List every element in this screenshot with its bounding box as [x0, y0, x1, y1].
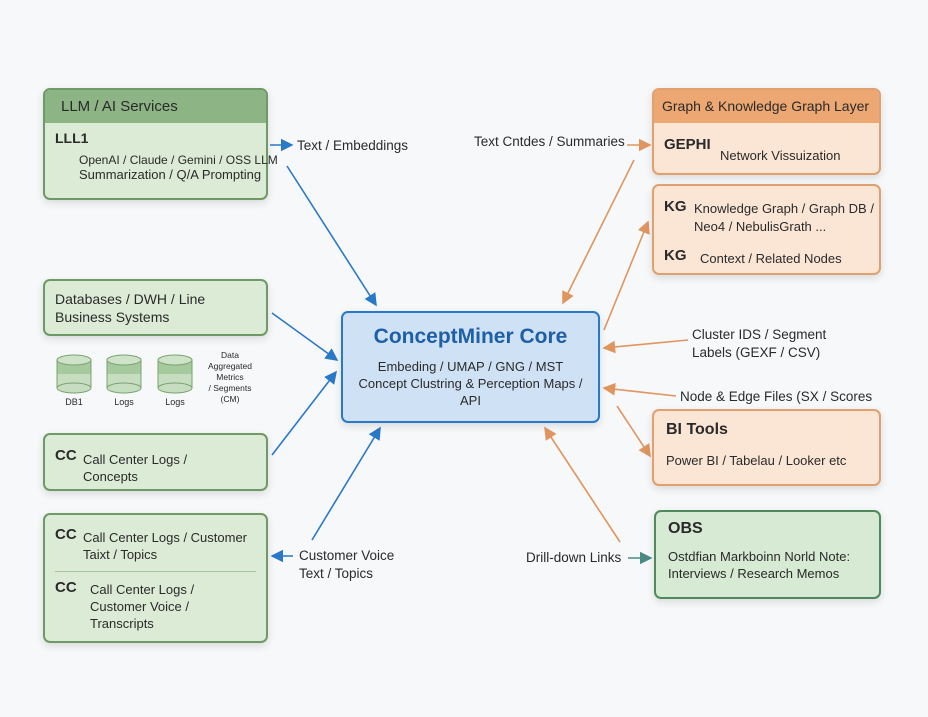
bi-tools-box: BI Tools Power BI / Tabelau / Looker etc [652, 409, 881, 486]
cc2b-code: CC [55, 579, 77, 596]
conceptminer-core-box: ConceptMiner Core Embeding / UMAP / GNG … [341, 311, 600, 423]
knowledge-graph-box: KG Knowledge Graph / Graph DB / Neo4 / N… [652, 184, 881, 275]
label-node-edge: Node & Edge Files (SX / Scores [680, 389, 873, 404]
obs-line2: Interviews / Research Memos [668, 566, 840, 581]
obs-box: OBS Ostdfian Markboinn Norld Note: Inter… [654, 510, 881, 599]
call-center-box-2: CC Call Center Logs / Customer Taixt / T… [43, 513, 268, 643]
arrow-obs-core [544, 426, 621, 543]
cc2b-line1: Call Center Logs / [90, 582, 195, 597]
gephi-desc: Network Vissuization [720, 148, 841, 163]
cylinder-label: Logs [114, 397, 134, 407]
databases-box: Databases / DWH / Line Business Systems [43, 279, 268, 336]
graph-title: Graph & Knowledge Graph Layer [654, 90, 879, 123]
note-line: / Segments [208, 383, 252, 393]
label-drill-down: Drill-down Links [526, 550, 622, 565]
note-line: Data [221, 350, 239, 360]
cylinder-label: Logs [165, 397, 185, 407]
kg-code: KG [664, 198, 687, 215]
arrow-cc1-core [271, 370, 337, 456]
cylinder-label: DB1 [65, 397, 83, 407]
label-cluster2: Labels (GEXF / CSV) [692, 345, 821, 360]
gephi-code: GEPHI [664, 136, 711, 153]
obs-line1: Ostdfian Markboinn Norld Note: [668, 549, 851, 564]
cc2a-code: CC [55, 526, 77, 543]
database-icon [106, 354, 142, 394]
graph-layer-box: Graph & Knowledge Graph Layer GEPHI Netw… [652, 88, 881, 175]
core-title: ConceptMiner Core [373, 325, 568, 348]
cc2a-line1: Call Center Logs / Customer [83, 530, 248, 545]
kg-line1: Knowledge Graph / Graph DB / [694, 201, 874, 216]
note-line: Aggregated [208, 361, 252, 371]
label-text-summaries: Text Cntdes / Summaries [474, 134, 625, 149]
obs-title: OBS [668, 520, 703, 537]
llm-line2: Summarization / Q/A Prompting [79, 167, 262, 182]
llm-title: LLM / AI Services [45, 90, 266, 123]
kg-code: KG [664, 247, 687, 264]
kg-line2: Neo4 / NebulisGrath ... [694, 219, 827, 234]
label-text-embeddings: Text / Embeddings [297, 138, 409, 153]
core-line2: Concept Clustring & Perception Maps / [358, 376, 583, 391]
arrow-cluster-core [602, 339, 689, 354]
note-line: (CM) [220, 394, 240, 404]
arrow-core-kg [603, 220, 650, 331]
db-title1: Databases / DWH / Line [55, 291, 206, 307]
arrow-llm-core [286, 165, 377, 307]
arrow-cc2-core [311, 426, 381, 541]
llm-services-box: LLM / AI Services LLL1 OpenAI / Claude /… [43, 88, 278, 200]
database-icon [157, 354, 193, 394]
core-desc: Embeding / UMAP / GNG / MST Concept Clust… [343, 358, 598, 409]
core-line3: API [460, 393, 481, 408]
cc1-line1: Call Center Logs / [83, 452, 188, 467]
note-line: Metrics [216, 372, 244, 382]
cc2b-line2: Customer Voice / [90, 599, 189, 614]
db-title2: Business Systems [55, 309, 170, 325]
cc1-code: CC [55, 447, 77, 464]
bi-desc: Power BI / Tabelau / Looker etc [666, 453, 847, 468]
label-cluster1: Cluster IDS / Segment [692, 327, 827, 342]
arrow-core-bi [616, 405, 651, 458]
divider [55, 571, 256, 572]
llm-code: LLL1 [55, 130, 89, 146]
label-voice1: Customer Voice [299, 548, 395, 563]
cc1-line2: Concepts [83, 469, 138, 484]
core-line1: Embeding / UMAP / GNG / MST [377, 359, 564, 374]
bi-title: BI Tools [666, 421, 728, 438]
label-voice2: Text / Topics [299, 566, 374, 581]
database-icon [56, 354, 92, 394]
call-center-box-1: CC Call Center Logs / Concepts [43, 433, 268, 491]
llm-line1: OpenAI / Claude / Gemini / OSS LLM [79, 153, 278, 167]
cc2b-line3: Transcripts [90, 616, 154, 631]
arrow-graph-core [562, 159, 635, 305]
kg-line3: Context / Related Nodes [700, 251, 842, 266]
arrow-node-core [602, 382, 677, 397]
cc2a-line2: Taixt / Topics [83, 547, 158, 562]
arrow-db-core [271, 312, 339, 361]
